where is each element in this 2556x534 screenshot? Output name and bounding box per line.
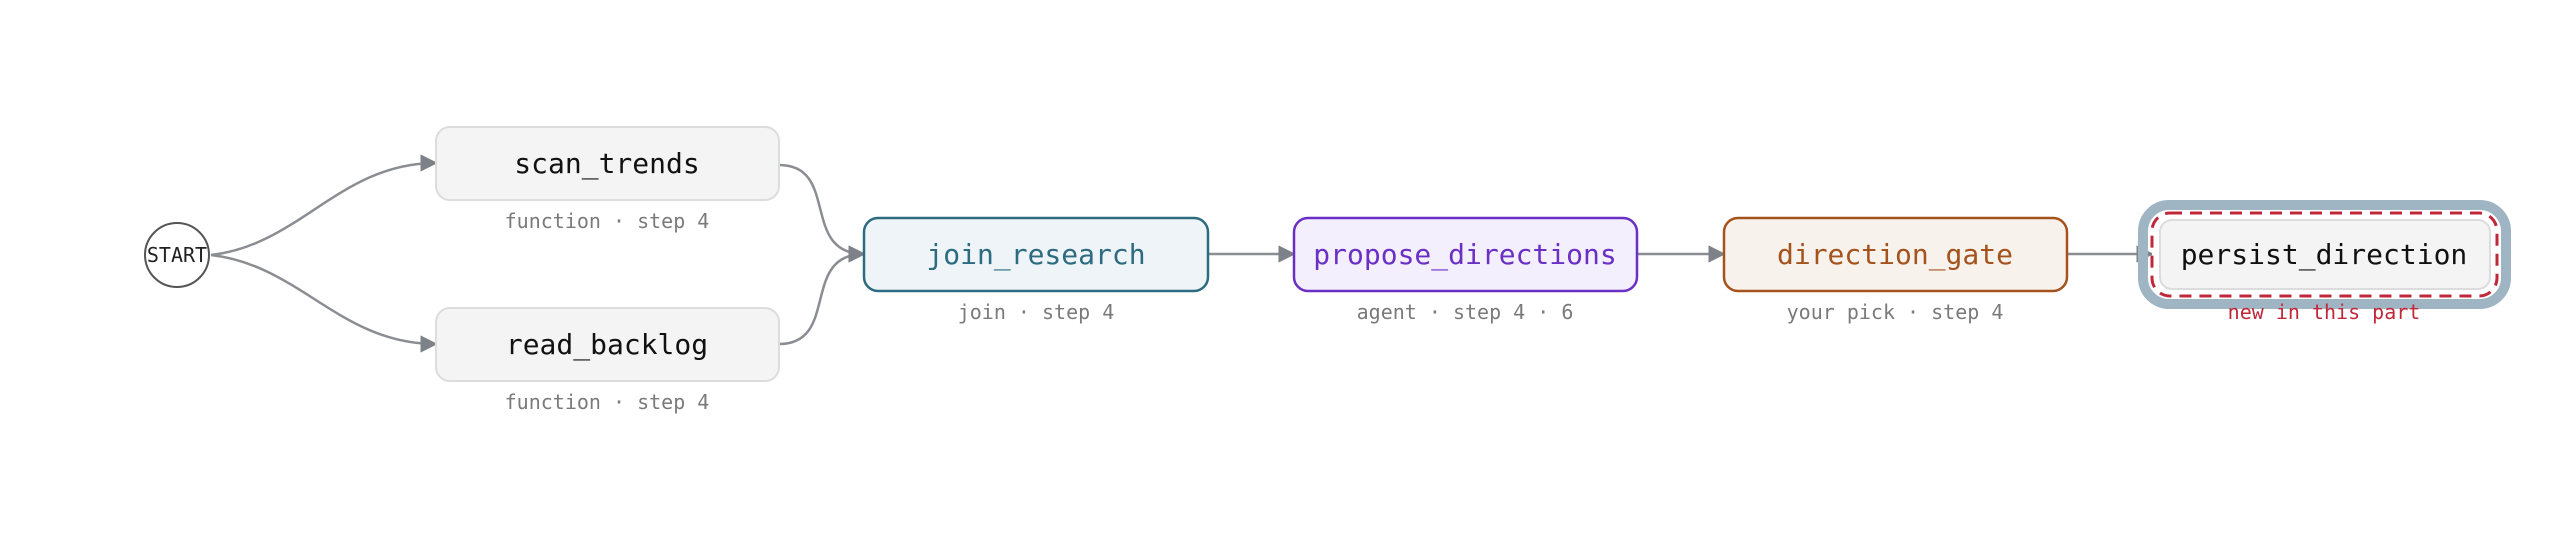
node-join-research[interactable]: join_research join · step 4 xyxy=(862,216,1210,324)
node-read-backlog-sublabel: function · step 4 xyxy=(505,390,710,414)
node-join-research-box xyxy=(862,216,1210,293)
start-node[interactable]: START xyxy=(144,222,210,288)
node-join-research-sublabel: join · step 4 xyxy=(958,300,1115,324)
node-direction-gate-label: direction_gate xyxy=(1777,238,2013,272)
node-persist-direction-box xyxy=(2159,219,2491,290)
node-persist-direction-halo xyxy=(2138,200,2511,309)
node-scan-trends-box xyxy=(435,126,780,201)
node-read-backlog[interactable]: read_backlog function · step 4 xyxy=(435,307,780,414)
node-propose-directions[interactable]: propose_directions agent · step 4 · 6 xyxy=(1292,216,1639,324)
node-scan-trends-label: scan_trends xyxy=(514,147,699,181)
node-join-research-label: join_research xyxy=(926,238,1145,272)
node-persist-direction-sublabel: new in this part xyxy=(2228,300,2421,324)
node-direction-gate-sublabel: your pick · step 4 xyxy=(1787,300,2004,324)
node-propose-directions-sublabel: agent · step 4 · 6 xyxy=(1357,300,1574,324)
node-propose-directions-label: propose_directions xyxy=(1313,238,1616,272)
edges xyxy=(210,154,2154,353)
node-persist-direction[interactable]: persist_direction new in this part xyxy=(2138,200,2511,324)
edge-start-to-scan-trends xyxy=(210,154,438,257)
edge-read-backlog-to-join-research xyxy=(778,245,866,346)
node-propose-directions-box xyxy=(1292,216,1639,293)
node-scan-trends[interactable]: scan_trends function · step 4 xyxy=(435,126,780,233)
node-direction-gate-box xyxy=(1722,216,2069,293)
start-node-circle xyxy=(144,222,210,288)
node-read-backlog-label: read_backlog xyxy=(506,328,708,362)
start-node-label: START xyxy=(147,243,207,267)
node-scan-trends-sublabel: function · step 4 xyxy=(505,209,710,233)
edge-scan-trends-to-join-research xyxy=(778,163,866,263)
node-direction-gate[interactable]: direction_gate your pick · step 4 xyxy=(1722,216,2069,324)
edge-start-to-read-backlog xyxy=(210,253,438,353)
node-read-backlog-box xyxy=(435,307,780,382)
node-persist-direction-label: persist_direction xyxy=(2181,238,2468,272)
